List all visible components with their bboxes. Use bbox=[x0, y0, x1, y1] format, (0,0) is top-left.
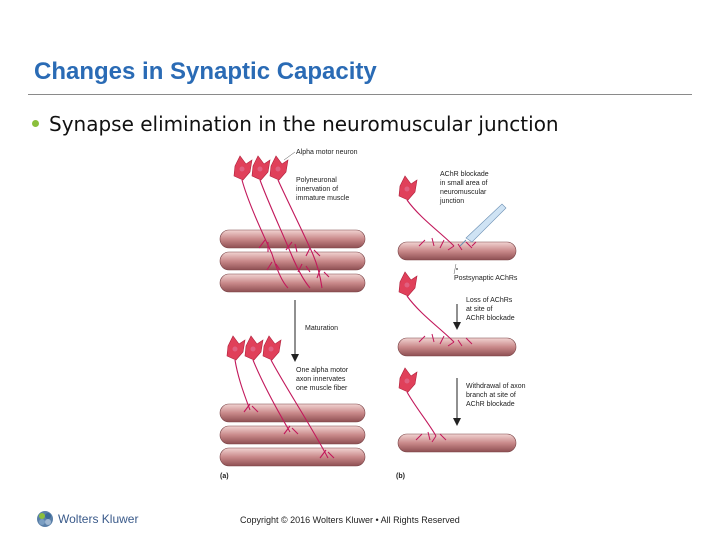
label-achr-4: junction bbox=[439, 198, 464, 205]
label-loss-3: AChR blockade bbox=[466, 315, 515, 322]
panel-b-stage-3 bbox=[397, 367, 517, 453]
label-withdraw-1: Withdrawal of axon bbox=[466, 383, 526, 390]
label-poly-1: Polyneuronal bbox=[296, 177, 337, 184]
label-achr-1: AChR blockade bbox=[440, 171, 489, 178]
label-one-3: one muscle fiber bbox=[296, 385, 348, 392]
label-alpha-motor-neuron: Alpha motor neuron bbox=[296, 149, 358, 156]
label-achr-2: in small area of bbox=[440, 180, 488, 187]
label-achr-3: neuromuscular bbox=[440, 189, 487, 196]
label-poly-3: immature muscle bbox=[296, 195, 349, 202]
label-maturation: Maturation bbox=[305, 325, 338, 332]
title-divider bbox=[28, 94, 692, 95]
slide-title: Changes in Synaptic Capacity bbox=[34, 58, 377, 85]
bullet-dot-icon bbox=[32, 120, 39, 127]
label-withdraw-3: AChR blockade bbox=[466, 401, 515, 408]
synapse-elimination-figure: Alpha motor neuron Polyneuronal innervat… bbox=[210, 142, 530, 482]
logo-text: Wolters Kluwer bbox=[58, 512, 139, 526]
bullet-item: Synapse elimination in the neuromuscular… bbox=[32, 112, 559, 136]
bullet-text: Synapse elimination in the neuromuscular… bbox=[49, 112, 559, 136]
label-loss-2: at site of bbox=[466, 306, 493, 313]
panel-a-label: (a) bbox=[220, 473, 229, 480]
wolters-kluwer-logo-icon bbox=[37, 511, 53, 527]
muscle-fibers-immature bbox=[219, 229, 366, 293]
figure-svg: Alpha motor neuron Polyneuronal innervat… bbox=[219, 149, 526, 480]
label-one-1: One alpha motor bbox=[296, 367, 349, 374]
panel-b-label: (b) bbox=[396, 473, 405, 480]
pipette-icon bbox=[459, 203, 507, 247]
copyright-text: Copyright © 2016 Wolters Kluwer • All Ri… bbox=[240, 515, 460, 525]
muscle-fibers-mature bbox=[219, 403, 366, 467]
label-postsynaptic: Postsynaptic AChRs bbox=[454, 275, 518, 282]
label-withdraw-2: branch at site of bbox=[466, 392, 516, 399]
label-loss-1: Loss of AChRs bbox=[466, 297, 513, 304]
maturation-arrow bbox=[291, 300, 299, 362]
motor-neurons-polyneuronal bbox=[233, 155, 330, 289]
panel-b-stage-1 bbox=[397, 175, 517, 261]
panel-b-stage-2 bbox=[397, 271, 517, 357]
wolters-kluwer-logo: Wolters Kluwer bbox=[36, 510, 138, 528]
label-one-2: axon innervates bbox=[296, 376, 346, 383]
motor-neurons-mature bbox=[226, 335, 335, 459]
label-poly-2: innervation of bbox=[296, 186, 338, 193]
